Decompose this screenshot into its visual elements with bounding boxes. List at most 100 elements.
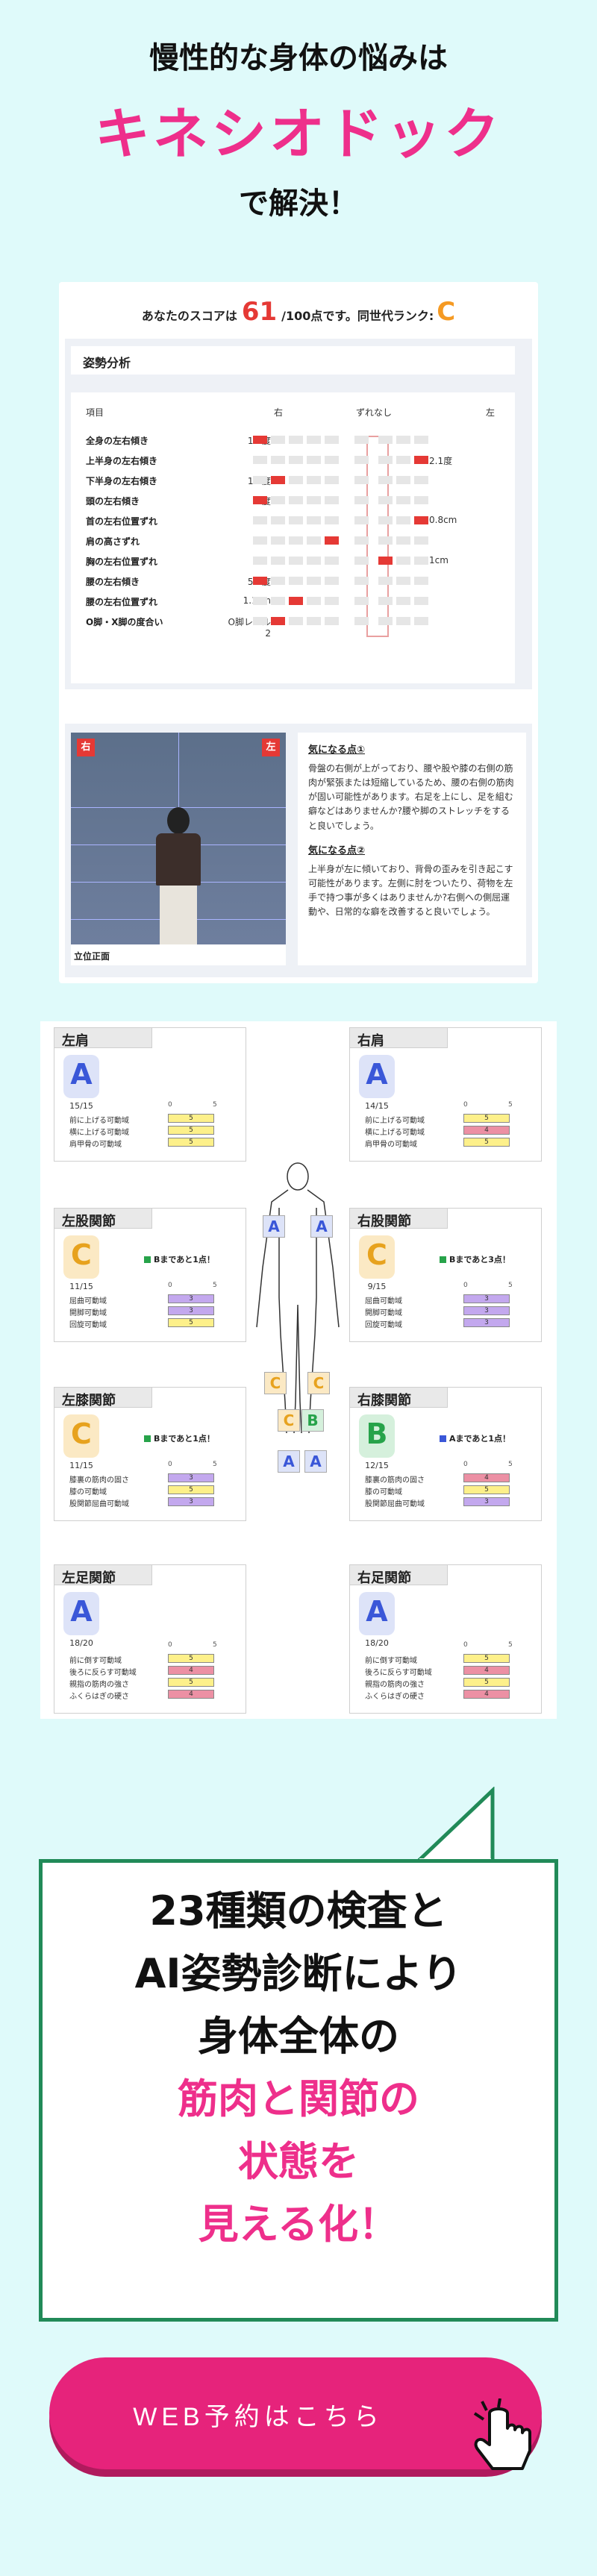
next-rank-note: Bまであと1点！ xyxy=(144,1432,215,1444)
measure-value: 4 xyxy=(168,1690,214,1699)
deviation-cell xyxy=(396,496,410,504)
grade-badge: A xyxy=(359,1592,395,1635)
deviation-cell xyxy=(271,617,285,625)
deviation-cell xyxy=(289,496,303,504)
joint-card-title: 右股関節 xyxy=(349,1208,448,1229)
deviation-cell xyxy=(354,557,369,565)
deviation-cell xyxy=(289,597,303,605)
deviation-cell xyxy=(325,456,339,464)
grade-score: 14/15 xyxy=(365,1101,389,1111)
note2-text: 上半身が左に傾いており、背骨の歪みを引き起こす可能性があります。左側に肘をついた… xyxy=(308,863,513,918)
measure-value: 5 xyxy=(463,1485,510,1494)
joint-grade-marker: A xyxy=(304,1450,327,1473)
hero: 慢性的な身体の悩みは キネシオドック で解決！ xyxy=(0,0,597,246)
header-center: ずれなし xyxy=(356,407,393,418)
measure-label: 横に上げる可動域 xyxy=(69,1129,129,1137)
measure-value: 3 xyxy=(168,1497,214,1506)
left-side-tag: 左 xyxy=(262,739,280,756)
posture-row-label: 胸の左右位置ずれ xyxy=(86,557,158,567)
notes-panel: 気になる点① 骨盤の右側が上がっており、腰や股や膝の右側の筋肉が緊張または短縮し… xyxy=(298,733,526,965)
measure-label: 膝裏の筋肉の固さ xyxy=(69,1476,129,1485)
deviation-cell xyxy=(307,557,321,565)
grade-score: 18/20 xyxy=(365,1638,389,1648)
posture-row-label: 全身の左右傾き xyxy=(86,436,149,446)
posture-row: 腰の左右傾き5.8度 xyxy=(71,572,515,589)
joint-grade-marker: A xyxy=(310,1215,333,1238)
joint-card-title: 左股関節 xyxy=(54,1208,152,1229)
deviation-cell xyxy=(307,516,321,524)
posture-row: 腰の左右位置ずれ1.1cm xyxy=(71,592,515,609)
grade-badge: C xyxy=(359,1235,395,1279)
header-item: 項目 xyxy=(86,407,104,418)
deviation-cell xyxy=(325,516,339,524)
brand-name: キネシオドック xyxy=(95,102,502,166)
measure-value: 4 xyxy=(168,1666,214,1675)
deviation-cell xyxy=(289,617,303,625)
scale-low: 0 xyxy=(463,1282,468,1289)
posture-photo: 右 左 立位正面 xyxy=(71,733,286,965)
bubble-line: 身体全体の xyxy=(198,2013,399,2060)
bubble-line: 23種類の検査と xyxy=(149,1887,448,1934)
deviation-cell xyxy=(354,476,369,484)
deviation-cell xyxy=(396,476,410,484)
bubble-line-highlight: 見える化！ xyxy=(198,2201,399,2248)
photo-caption: 立位正面 xyxy=(71,944,286,965)
scale-high: 5 xyxy=(213,1641,217,1649)
deviation-cell xyxy=(289,516,303,524)
deviation-cell xyxy=(378,617,393,625)
section-title: 姿勢分析 xyxy=(71,346,515,375)
scale-high: 5 xyxy=(213,1101,217,1109)
deviation-cell xyxy=(396,557,410,565)
deviation-cell xyxy=(271,597,285,605)
header-right: 右 xyxy=(274,407,284,418)
grade-score: 15/15 xyxy=(69,1101,93,1111)
measure-value: 3 xyxy=(168,1306,214,1315)
measure-label: 前に上げる可動域 xyxy=(365,1117,425,1125)
measure-value: 3 xyxy=(168,1473,214,1482)
measure-label: 横に上げる可動域 xyxy=(365,1129,425,1137)
deviation-cell xyxy=(253,577,267,585)
pointing-hand-icon xyxy=(473,2398,531,2470)
scale-low: 0 xyxy=(168,1282,172,1289)
measure-row: 横に上げる可動域 4 xyxy=(365,1125,537,1137)
joint-card-title: 右肩 xyxy=(349,1027,448,1049)
web-reservation-button[interactable]: WEB予約はこちら xyxy=(49,2357,542,2470)
posture-row: 肩の高さずれ xyxy=(71,532,515,548)
deviation-cell xyxy=(271,496,285,504)
deviation-cell xyxy=(396,436,410,444)
deviation-cell xyxy=(414,617,428,625)
deviation-cell xyxy=(396,597,410,605)
deviation-cell xyxy=(325,597,339,605)
posture-row: 下半身の左右傾き1.8度 xyxy=(71,471,515,488)
note1-text: 骨盤の右側が上がっており、腰や股や膝の右側の筋肉が緊張または短縮しているため、腰… xyxy=(308,762,514,831)
joint-grade-marker: C xyxy=(307,1372,330,1394)
measure-label: 開脚可動域 xyxy=(69,1309,107,1317)
grade-badge: C xyxy=(63,1235,99,1279)
deviation-cell xyxy=(289,577,303,585)
bubble-line: AI姿勢診断により xyxy=(134,1950,463,1997)
measure-value: 4 xyxy=(463,1126,510,1135)
joint-grade-marker: C xyxy=(264,1372,287,1394)
posture-row-right-value: 0.8cm xyxy=(429,515,457,525)
deviation-cell xyxy=(414,436,428,444)
deviation-cell xyxy=(378,557,393,565)
deviation-cell xyxy=(396,516,410,524)
measure-value: 5 xyxy=(168,1654,214,1663)
measure-value: 5 xyxy=(463,1138,510,1147)
deviation-cell xyxy=(307,456,321,464)
deviation-cell xyxy=(325,436,339,444)
header-left: 左 xyxy=(486,407,496,418)
measure-value: 3 xyxy=(463,1306,510,1315)
deviation-cell xyxy=(396,617,410,625)
posture-table: 項目 右 ずれなし 左 全身の左右傾き1.3度上半身の左右傾き2.1度下半身の左… xyxy=(71,392,515,683)
deviation-cell xyxy=(414,536,428,545)
measure-label: 肩甲骨の可動域 xyxy=(69,1141,122,1149)
